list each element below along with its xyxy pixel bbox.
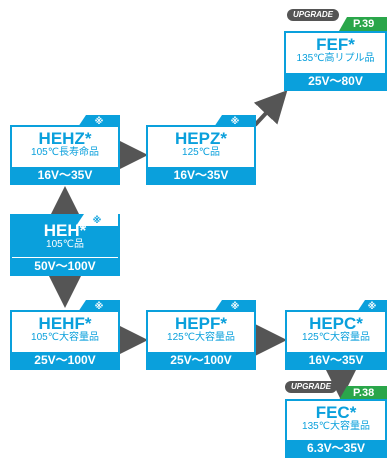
note-mark-heh: ※ — [76, 214, 118, 226]
note-mark-hepf: ※ — [214, 300, 256, 312]
node-hepf: ※ HEPF* 125℃大容量品 25V～100V — [146, 300, 256, 370]
node-hehf-name: HEHF* — [38, 314, 92, 333]
node-hehz-name: HEHZ* — [38, 129, 92, 148]
node-fec-desc: 135℃大容量品 — [302, 421, 370, 432]
node-heh: ※ HEH* 105℃品 50V～100V — [10, 214, 120, 276]
node-hepf-name: HEPF* — [175, 314, 227, 333]
node-hepz-name: HEPZ* — [175, 129, 227, 148]
node-hehf-voltage: 25V～100V — [12, 352, 118, 368]
node-fef-voltage: 25V～80V — [286, 73, 385, 89]
node-heh-desc: 105℃品 — [46, 239, 84, 250]
node-hepz-desc: 125℃品 — [182, 147, 220, 158]
node-fec: FEC* 135℃大容量品 6.3V～35V — [285, 399, 387, 458]
note-mark-hepc: ※ — [357, 300, 387, 312]
node-fec-name: FEC* — [315, 403, 357, 422]
node-hepz-voltage: 16V～35V — [148, 167, 254, 183]
node-fef-name: FEF* — [316, 35, 355, 54]
node-hepz: ※ HEPZ* 125℃品 16V～35V — [146, 115, 256, 185]
node-fef: FEF* 135℃高リプル品 25V～80V — [284, 31, 387, 91]
upgrade-badge-fef: UPGRADE — [287, 9, 340, 21]
node-hepc: ※ HEPC* 125℃大容量品 16V～35V — [285, 300, 387, 370]
note-mark-hehf: ※ — [78, 300, 120, 312]
note-mark-hepz: ※ — [214, 115, 256, 127]
note-mark-hehz: ※ — [78, 115, 120, 127]
upgrade-badge-fec: UPGRADE — [285, 381, 338, 393]
node-hehz-desc: 105℃長寿命品 — [31, 147, 99, 158]
node-heh-voltage: 50V～100V — [12, 257, 118, 274]
node-hepc-desc: 125℃大容量品 — [302, 332, 370, 343]
node-hepf-voltage: 25V～100V — [148, 352, 254, 368]
node-hehz-voltage: 16V～35V — [12, 167, 118, 183]
page-ref-fef: P.39 — [339, 17, 387, 31]
node-hepf-desc: 125℃大容量品 — [167, 332, 235, 343]
node-hepc-voltage: 16V～35V — [287, 352, 385, 368]
node-fef-desc: 135℃高リプル品 — [296, 53, 375, 64]
arrow-hepz-to-fef — [253, 90, 288, 127]
node-hepc-name: HEPC* — [309, 314, 363, 333]
node-hehz: ※ HEHZ* 105℃長寿命品 16V～35V — [10, 115, 120, 185]
node-hehf-desc: 105℃大容量品 — [31, 332, 99, 343]
node-heh-name: HEH* — [43, 221, 87, 240]
page-ref-fec: P.38 — [339, 386, 387, 400]
node-hehf: ※ HEHF* 105℃大容量品 25V～100V — [10, 300, 120, 370]
node-fec-voltage: 6.3V～35V — [287, 440, 385, 456]
